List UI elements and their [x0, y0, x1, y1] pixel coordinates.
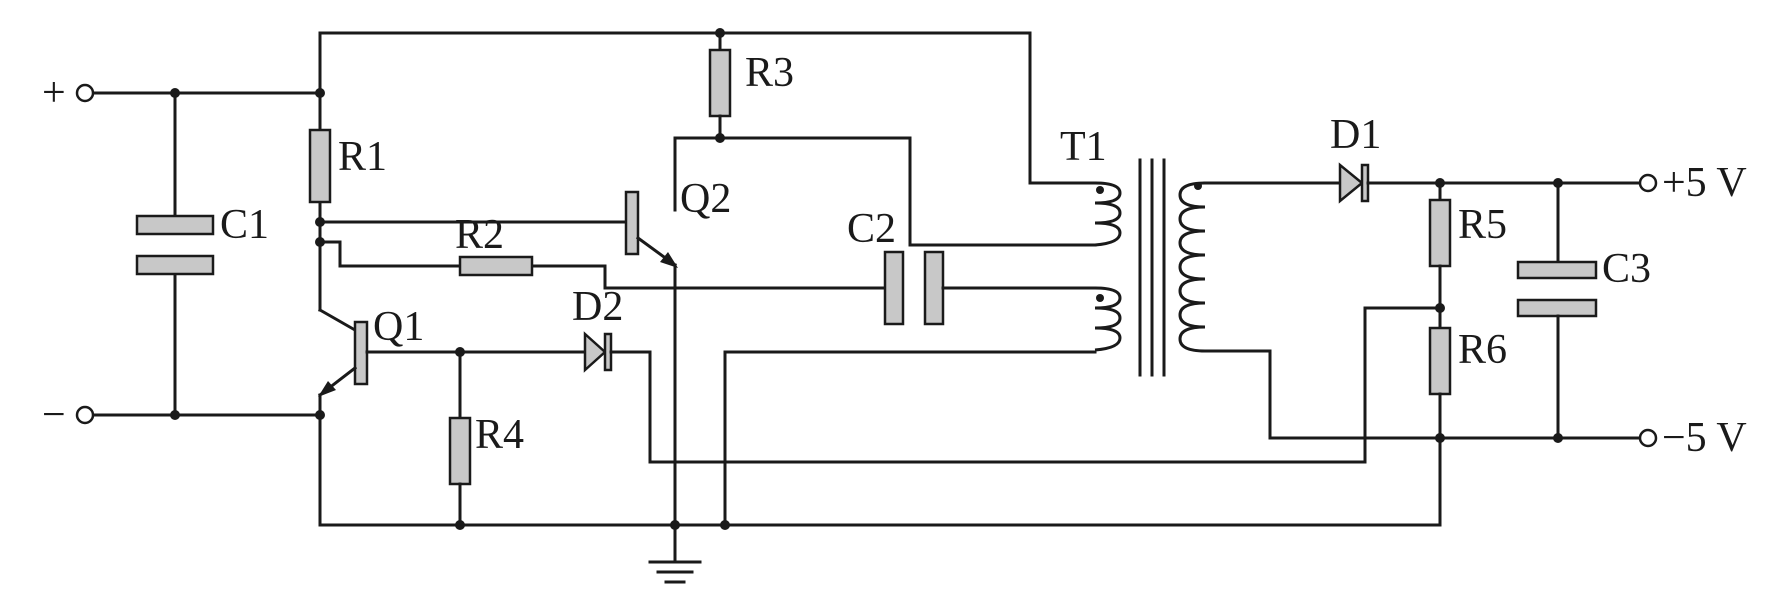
input-minus-label: −	[42, 392, 66, 438]
label-r5: R5	[1458, 202, 1507, 248]
label-c3: C3	[1602, 246, 1651, 292]
input-plus-terminal	[75, 83, 95, 103]
transistor-q2	[318, 190, 678, 522]
label-r4: R4	[475, 412, 524, 458]
resistor-r6	[1428, 326, 1452, 527]
input-rail-wires	[88, 91, 322, 417]
ground-rail-wires	[318, 350, 1442, 527]
output-neg-terminal	[1638, 428, 1658, 448]
label-q2: Q2	[680, 176, 731, 222]
output-pos-terminal	[1638, 173, 1658, 193]
component-labels: + − C1 R1 R2 R3 Q2 Q1 D2 R4 C2 T1 D1 R5 …	[42, 50, 1747, 461]
input-plus-label: +	[42, 70, 66, 116]
capacitor-c3	[1516, 181, 1598, 440]
output-neg-label: −5 V	[1662, 415, 1747, 461]
output-pos-label: +5 V	[1662, 160, 1747, 206]
q2-collector-wires	[673, 136, 1097, 247]
label-t1: T1	[1060, 124, 1107, 170]
label-c2: C2	[847, 206, 896, 252]
label-r6: R6	[1458, 327, 1507, 373]
capacitor-c2	[883, 250, 1097, 326]
secondary-wires	[1203, 181, 1642, 440]
transformer-t1	[1094, 158, 1206, 377]
transistor-q1	[317, 307, 587, 527]
label-r1: R1	[338, 134, 387, 180]
label-r2: R2	[455, 212, 504, 258]
resistor-r1	[308, 128, 332, 204]
label-d1: D1	[1330, 112, 1381, 158]
diode-d1	[1338, 162, 1642, 204]
resistor-r2	[458, 255, 534, 277]
r2-branch-wires	[318, 240, 887, 290]
capacitor-c1	[135, 214, 215, 276]
label-r3: R3	[745, 50, 794, 96]
junction-dots	[170, 28, 1563, 530]
left-bus-wires	[318, 31, 1097, 312]
label-d2: D2	[572, 284, 623, 330]
label-c1: C1	[220, 202, 269, 248]
diode-d2	[583, 306, 1442, 464]
terminal-circles	[75, 83, 1658, 448]
label-q1: Q1	[373, 304, 424, 350]
input-minus-terminal	[75, 405, 95, 425]
resistor-r3	[708, 31, 732, 140]
resistor-r4	[448, 350, 472, 527]
